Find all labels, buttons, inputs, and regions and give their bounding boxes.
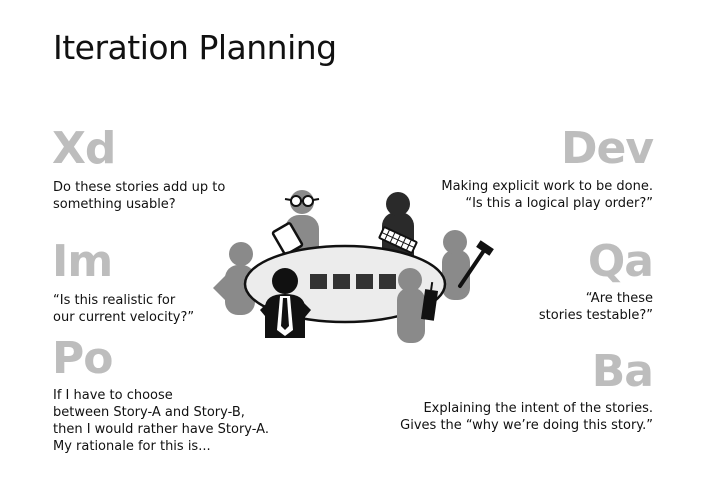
story-card xyxy=(310,274,327,289)
tie-icon xyxy=(277,296,293,336)
role-po-quote: If I have to choose between Story-A and … xyxy=(53,388,269,454)
role-ba-quote: Explaining the intent of the stories. Gi… xyxy=(400,401,653,433)
keyboard-icon xyxy=(378,226,418,254)
role-dev-label: Dev xyxy=(560,123,654,174)
hammer-icon xyxy=(458,240,494,288)
story-card xyxy=(356,274,373,289)
page-title: Iteration Planning xyxy=(53,28,337,67)
story-card xyxy=(379,274,396,289)
glasses-icon xyxy=(284,195,320,207)
po-person xyxy=(260,268,311,338)
role-xd-quote: Do these stories add up to something usa… xyxy=(53,180,226,212)
story-cards xyxy=(310,274,396,289)
role-im-label: Im xyxy=(52,236,113,287)
role-qa-quote: “Are these stories testable?” xyxy=(538,291,653,323)
role-ba-label: Ba xyxy=(591,346,654,397)
ba-person xyxy=(397,268,439,343)
qa-person xyxy=(442,230,494,300)
role-xd-label: Xd xyxy=(52,123,116,174)
role-im-quote: “Is this realistic for our current veloc… xyxy=(53,293,195,325)
role-qa-label: Qa xyxy=(587,236,654,287)
role-dev-quote: Making explicit work to be done. “Is thi… xyxy=(441,179,653,211)
story-card xyxy=(333,274,350,289)
notebook-icon xyxy=(420,281,439,321)
planning-table-illustration xyxy=(213,190,494,343)
role-po-label: Po xyxy=(52,333,113,384)
